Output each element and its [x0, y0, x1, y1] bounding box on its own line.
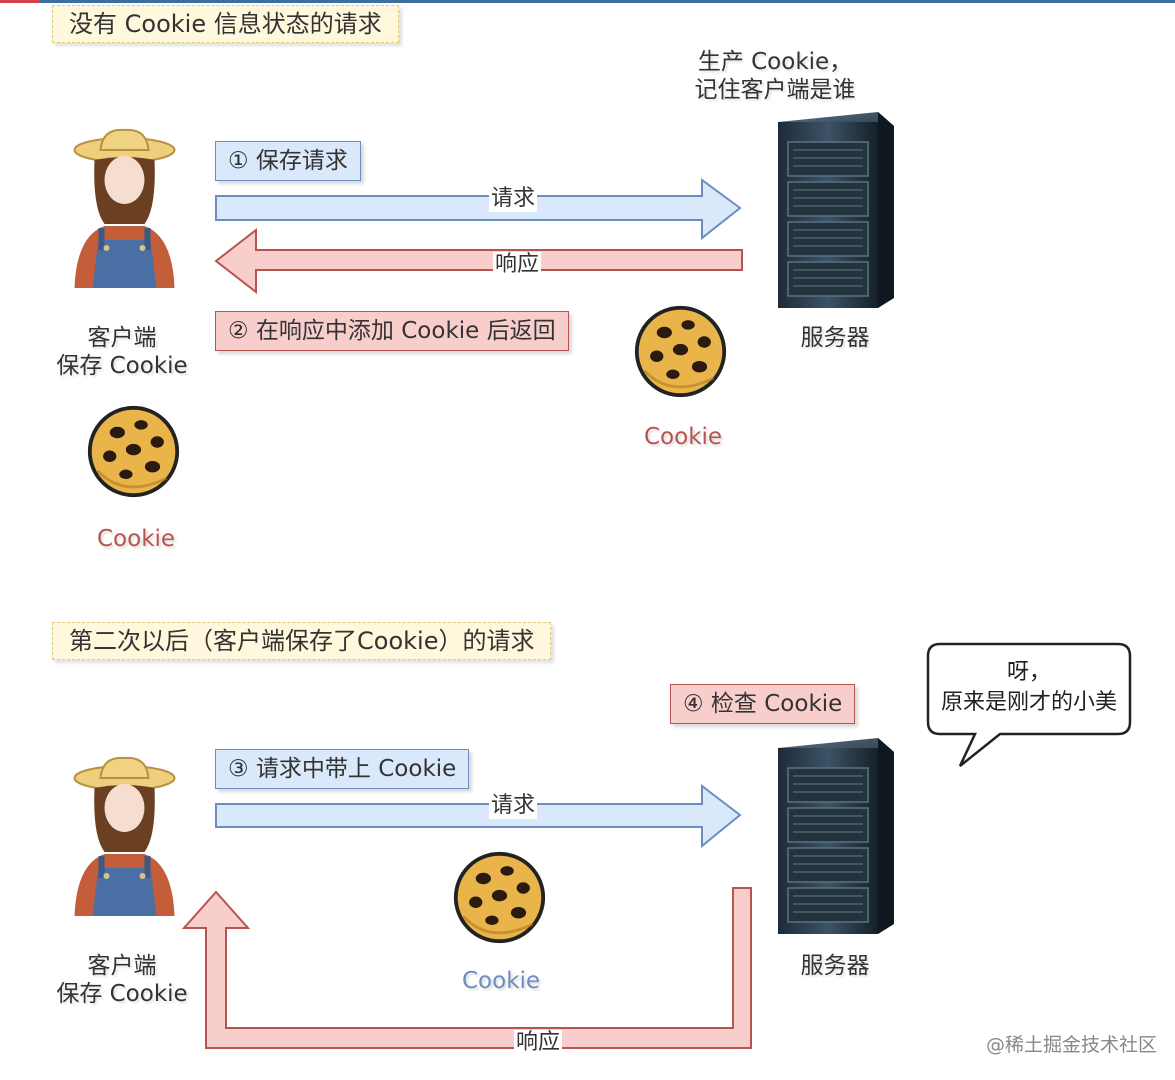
request-label-top: 请求	[489, 186, 538, 212]
server-rack-icon	[768, 108, 898, 308]
step3-request-with-cookie: ③ 请求中带上 Cookie	[215, 749, 470, 789]
request-label-bottom: 请求	[489, 793, 538, 819]
server-label-top: 服务器	[800, 325, 870, 351]
cookie-icon	[86, 404, 181, 499]
top-border-accent	[0, 0, 40, 3]
cookie-label-bottom: Cookie	[462, 968, 541, 994]
cookie-icon	[452, 850, 547, 945]
client-label-line1: 客户端	[87, 953, 157, 979]
client-person-icon	[62, 756, 187, 916]
bottom-section-title: 第二次以后（客户端保存了Cookie）的请求	[52, 622, 552, 660]
step4-check-cookie: ④ 检查 Cookie	[670, 684, 856, 724]
watermark: @稀土掘金技术社区	[986, 1034, 1158, 1056]
client-label-top: 客户端 保存 Cookie	[52, 324, 192, 380]
server-note-line2: 记住客户端是谁	[694, 77, 856, 103]
server-note-line1: 生产 Cookie，	[697, 49, 853, 75]
server-note: 生产 Cookie， 记住客户端是谁	[660, 48, 890, 104]
cookie-label-server: Cookie	[644, 424, 723, 450]
step2-add-cookie-response: ② 在响应中添加 Cookie 后返回	[215, 311, 569, 351]
server-rack-icon	[768, 734, 898, 934]
client-label-line1: 客户端	[87, 325, 157, 351]
client-label-line2: 保存 Cookie	[56, 353, 188, 379]
bubble-line1: 呀，	[1006, 660, 1051, 685]
response-label-bottom: 响应	[514, 1030, 563, 1056]
bubble-line2: 原来是刚才的小美	[940, 690, 1117, 715]
step1-save-request: ① 保存请求	[215, 141, 361, 181]
top-border	[0, 0, 1175, 3]
top-section-title: 没有 Cookie 信息状态的请求	[52, 5, 399, 43]
client-label-bottom: 客户端 保存 Cookie	[52, 952, 192, 1008]
server-label-bottom: 服务器	[800, 953, 870, 979]
bubble-text: 呀， 原来是刚才的小美	[928, 658, 1130, 718]
client-person-icon	[62, 128, 187, 288]
cookie-label-client: Cookie	[97, 526, 176, 552]
response-label-top: 响应	[493, 252, 542, 278]
cookie-icon	[633, 304, 728, 399]
client-label-line2: 保存 Cookie	[56, 981, 188, 1007]
